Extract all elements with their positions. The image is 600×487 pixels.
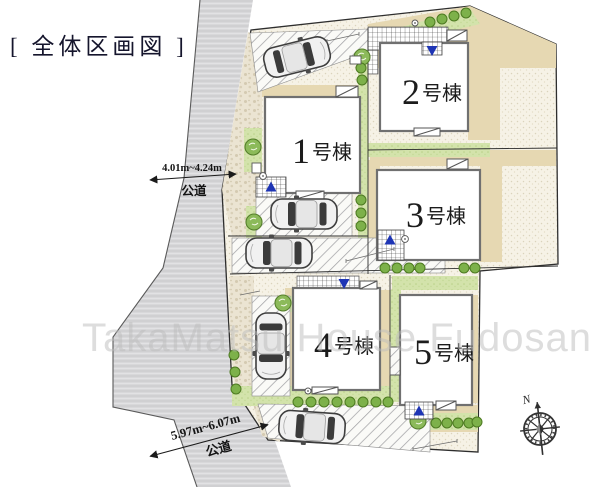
west-road-width: 4.01m~4.24m — [162, 163, 222, 174]
building-2-number: 2 — [402, 72, 420, 112]
west-road-label: 4.01m~4.24m 公道 — [149, 163, 237, 198]
car-icon — [245, 233, 313, 273]
south-road-type: 公道 — [204, 438, 233, 459]
compass-north-label: N — [520, 391, 533, 407]
building-1-suffix: 号棟 — [312, 141, 352, 164]
entrance-marker-icon — [413, 405, 425, 416]
page-title: [ 全体区画図 ] — [10, 34, 188, 59]
site-details — [239, 19, 458, 451]
building-2 — [378, 41, 470, 133]
tree-icon — [244, 138, 262, 156]
building-3-number: 3 — [406, 195, 424, 235]
entrance-marker-icon — [426, 46, 438, 56]
watermark: TakaMatsu House Fudosan — [82, 316, 592, 360]
balcony-icon — [389, 346, 401, 376]
entrance-marker-icon — [338, 279, 350, 289]
balcony-icon — [295, 190, 325, 200]
balcony-icon — [311, 386, 339, 395]
car-icon — [270, 194, 338, 234]
entrance-marker-icon — [265, 181, 277, 192]
building-5-suffix: 号棟 — [434, 342, 474, 365]
building-3-suffix: 号棟 — [426, 205, 466, 228]
balcony-markers — [295, 29, 469, 411]
building-4-number: 4 — [314, 325, 332, 365]
building-4-suffix: 号棟 — [334, 335, 374, 358]
building-1-number: 1 — [292, 131, 310, 171]
building-4 — [291, 286, 382, 392]
tree-icon — [245, 213, 263, 231]
balcony-icon — [446, 29, 468, 42]
balcony-icon — [435, 400, 457, 411]
entrance-porches — [255, 41, 443, 420]
buildings — [263, 41, 482, 407]
balcony-icon — [335, 85, 359, 98]
building-5-number: 5 — [414, 332, 432, 372]
south-road-dim-arrow — [149, 422, 269, 459]
balcony-icon — [446, 158, 469, 170]
balcony-icon — [359, 280, 378, 290]
west-road-type: 公道 — [181, 183, 207, 198]
entrance-marker-icon — [384, 234, 396, 245]
compass-icon: N — [520, 391, 560, 455]
balcony-icon — [413, 127, 441, 137]
building-5 — [398, 293, 474, 407]
building-2-suffix: 号棟 — [422, 82, 462, 105]
west-road-dim-arrow — [149, 170, 237, 184]
building-labels: 1 号棟 2 号棟 3 号棟 4 号棟 5 号棟 — [292, 72, 474, 372]
tree-icon — [274, 294, 292, 312]
